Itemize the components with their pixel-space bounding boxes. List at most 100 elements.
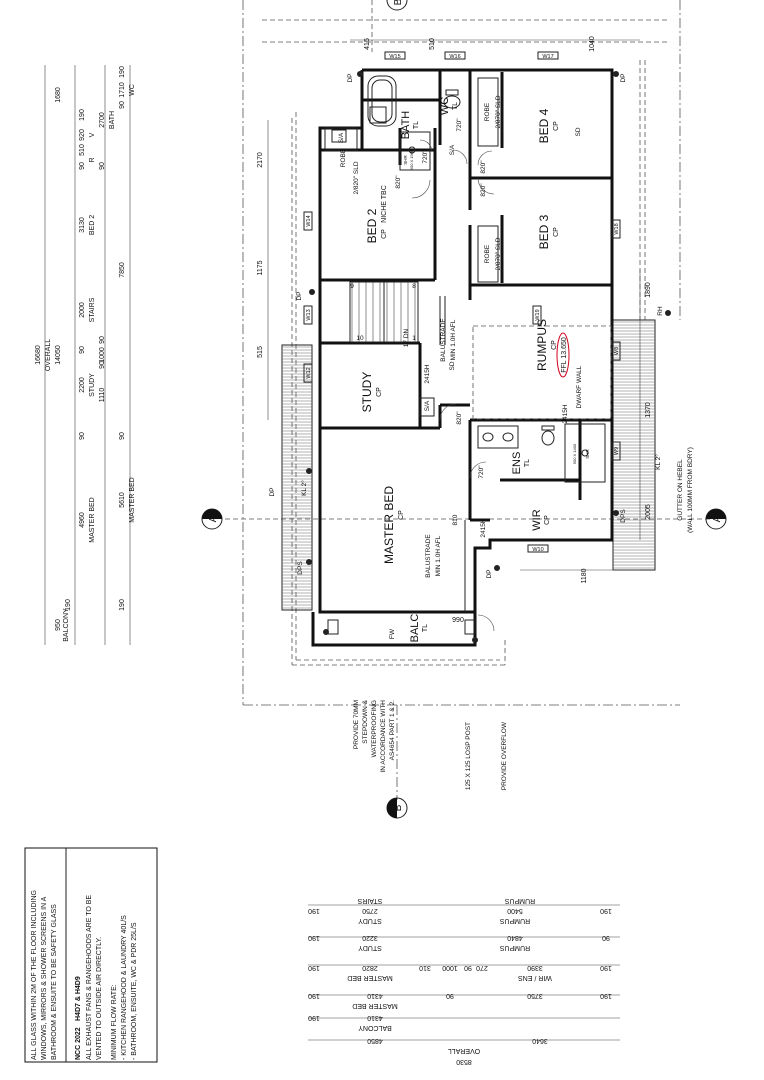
note-ncc-4: - KITCHEN RANGEHOOD & LAUNDRY 40L/S (121, 915, 128, 1060)
note-glass-2: WINDOWS, MIRRORS & SHOWER SCREENS IN A (41, 896, 48, 1060)
stepdown-note-2: STEPDOWN & (362, 699, 369, 743)
dim-415: 415 (364, 38, 371, 50)
window-w8: W8 (614, 347, 620, 355)
stepdown-note-5: AS4654 PART 1 & 2. (389, 700, 396, 761)
dim-r2-5610: 5610 (119, 492, 126, 508)
window-w19: W19 (535, 309, 541, 320)
ensuite-vanity (477, 425, 519, 449)
dim-r2-master: MASTER BED (129, 477, 136, 523)
dp-label-3: DP (296, 291, 303, 300)
dim-bc-190a: 190 (308, 964, 320, 971)
dim-bc-3390: 3390 (527, 964, 543, 971)
note-ncc-3: MINIMUM FLOW RATE: (111, 984, 118, 1060)
dim-r2-90b: 90 (119, 101, 126, 109)
dps-label-2: DPS (620, 509, 627, 523)
dim-r1-stairs: STAIRS (89, 297, 96, 322)
dim-2005: 2005 (645, 504, 652, 520)
door-720-wc: 720" (456, 118, 463, 132)
dim-515: 515 (257, 346, 264, 358)
stair-tread-10: 10 (356, 335, 364, 342)
dim-be-190: 190 (308, 1014, 320, 1021)
dim-ba-study: STUDY (358, 917, 382, 924)
sld-label-bed4: 2/870" SLD (495, 95, 502, 128)
section-marker-b-top: B (386, 0, 408, 11)
sld-label-bed3: 2/870" SLD (495, 237, 502, 270)
dim-r1-2000: 2000 (79, 302, 86, 318)
shr-dims-bath: 900 X 1900 (409, 149, 414, 170)
stairs (349, 281, 419, 343)
window-w13: W13 (306, 309, 312, 320)
dim-bb-3220: 3220 (362, 934, 378, 941)
dim-r1-3130: 3130 (79, 217, 86, 233)
room-rumpus-finish: CP (551, 340, 558, 350)
dim-1040: 1040 (589, 36, 596, 52)
dim-r1-1000: 1000 (99, 347, 106, 363)
dim-bc-master: MASTER BED (347, 974, 393, 981)
dim-1175: 1175 (257, 260, 264, 275)
dim-bd-4310: 4310 (367, 992, 383, 999)
robe-label-bed4: ROBE (484, 102, 491, 121)
dim-r1-1110: 1110 (99, 388, 106, 403)
dim-ba-2750: 2750 (362, 907, 378, 914)
dim-990: 990 (452, 617, 464, 624)
overflow-label: PROVIDE OVERFLOW (501, 721, 508, 790)
stair-17dn-label: 17 DN (403, 328, 410, 347)
dims-top: 1040 510 415 1890 1370 2005 1180 990 515 (257, 36, 652, 624)
dim-bc-190b: 190 (600, 964, 612, 971)
window-w12: W12 (306, 367, 312, 378)
room-balc-finish: TL (422, 624, 429, 632)
stair-tread-1: 1 (412, 335, 416, 342)
dp-label-4: DP (269, 487, 276, 496)
wc-toilet (443, 95, 461, 109)
section-marker-b-bottom: B (386, 705, 408, 819)
room-wc: WC (439, 97, 451, 115)
dim-ba-190a: 190 (308, 907, 320, 914)
room-bed2-finish: CP (381, 229, 388, 239)
dim-r2-bath: BATH (109, 111, 116, 129)
dwarf-wall-label: DWARF WALL (576, 365, 583, 408)
room-bed3-finish: CP (553, 227, 560, 237)
room-master-finish: CP (398, 510, 405, 520)
dim-r1-90a: 90 (79, 432, 86, 440)
ensuite-shower (564, 423, 606, 483)
dim-1890: 1890 (645, 282, 652, 298)
sld-label-bed2: 2/820" SLD (353, 161, 360, 194)
window-w18: W18 (614, 223, 620, 234)
dim-bc-310: 310 (419, 964, 431, 971)
ffl-callout (556, 332, 570, 378)
balustrade-min-2: MIN 1.0H AFL (435, 535, 442, 576)
window-w16: W16 (449, 54, 460, 60)
shower-tray (399, 131, 431, 171)
dim-r1-bed2: BED 2 (89, 215, 96, 235)
dim-r1-920: 920 (79, 129, 86, 141)
dim-bc-270: 270 (476, 964, 488, 971)
shr-dims-ens: 900 X 1400 (572, 443, 577, 464)
niche-label: NICHE TBC (381, 185, 388, 223)
window-tags: W17 W16 W15 W18 W14 W13 W12 W10 W9 W8 W1… (303, 51, 621, 553)
shr-label-ens: SHR (585, 449, 590, 459)
dim-2170: 2170 (257, 152, 264, 168)
bathtub (367, 75, 397, 127)
dim-be-4310: 4310 (367, 1014, 383, 1021)
note-ncc-1: ALL EXHAUST FANS & RANGEHOODS ARE TO BE (86, 895, 93, 1060)
balustrade-label-1: BALUSTRADE (440, 318, 447, 362)
room-wir: WIR (531, 509, 543, 530)
ensuite-toilet (541, 430, 555, 446)
stepdown-note-3: WATERPROOFING (371, 700, 378, 757)
dim-r1-510: 510 (79, 144, 86, 156)
dim-bb-study: STUDY (358, 944, 382, 951)
door-820-bed4: 820" (480, 160, 487, 174)
stepdown-note-1: PROVIDE 70MM (353, 700, 360, 749)
note-ncc-2: VENTED TO OUTSIDE AIR DIRECTLY. (96, 937, 103, 1060)
dim-bg-8530: 8530 (456, 1058, 472, 1065)
dim-b-rumpus-top: RUMPUS (505, 897, 536, 904)
room-labels: BED 4 CP BED 3 CP BED 2 CP NICHE TBC RUM… (360, 97, 570, 642)
room-bath-finish: TL (413, 121, 420, 129)
balustrade-min-1: MIN 1.0H AFL (450, 319, 457, 360)
door-720-ens: 720" (478, 465, 485, 479)
losp-post-label: 125 X 125 LOSP POST (465, 722, 472, 790)
sd-label-1: SD (575, 127, 582, 136)
section-b-label: B (393, 804, 404, 811)
section-a-label: A (208, 515, 219, 522)
dim-bf-4850: 4850 (367, 1037, 383, 1044)
